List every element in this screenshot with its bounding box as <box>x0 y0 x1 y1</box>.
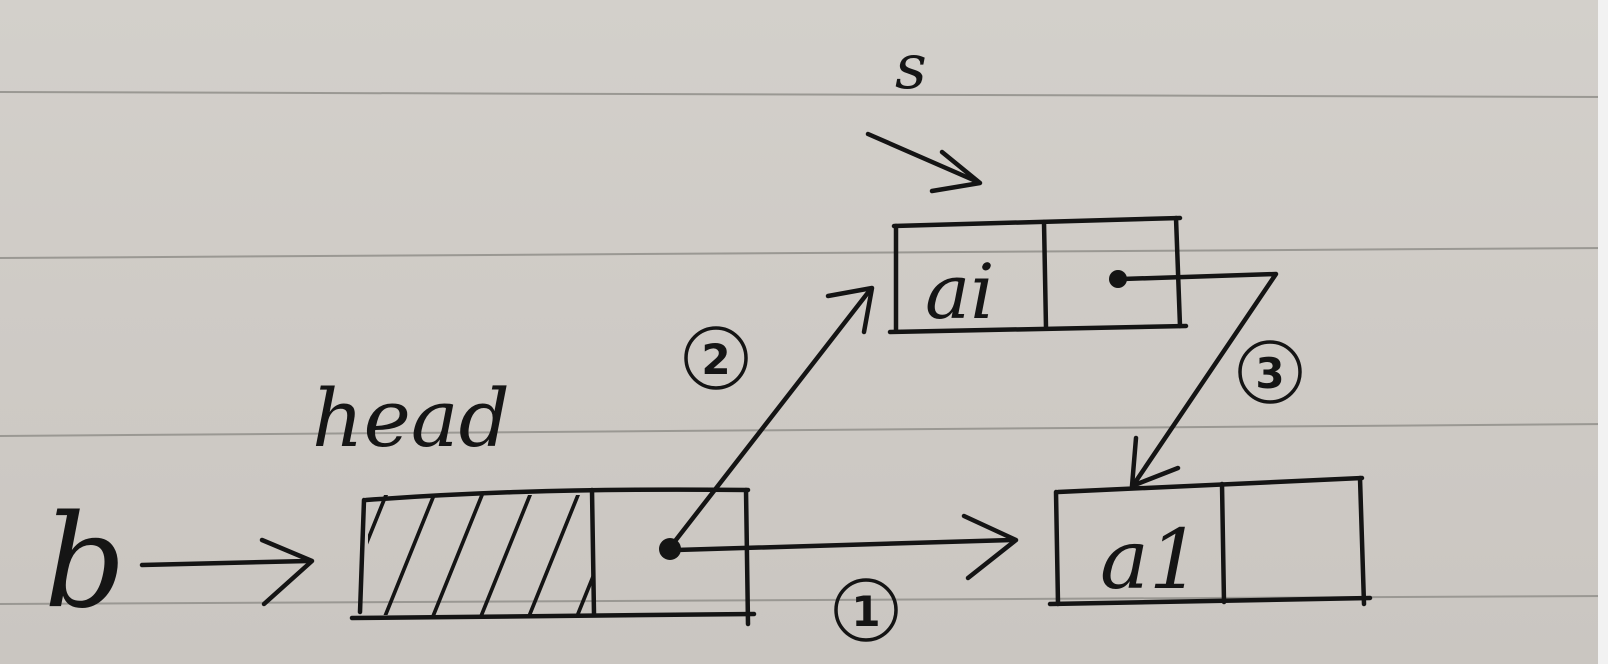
step-2-label: 2 <box>701 335 730 384</box>
first-node: a1 <box>1047 475 1373 608</box>
new-node-next-pointer-dot <box>1109 270 1127 288</box>
step-3-label: 3 <box>1255 349 1284 398</box>
first-node-data: a1 <box>1100 513 1201 608</box>
step-1-label: 1 <box>851 587 880 636</box>
arrow-step-3 <box>1119 271 1279 489</box>
ruled-lines <box>0 91 1608 605</box>
step-2-marker: 2 <box>684 326 748 390</box>
arrow-step-2 <box>669 285 875 548</box>
new-node-s: ai <box>887 215 1189 336</box>
page-edge-strip <box>1598 0 1608 664</box>
head-node-hatched-field <box>368 495 592 615</box>
b-pointer-arrow <box>139 537 315 607</box>
label-s: s <box>895 30 927 103</box>
step-1-marker: 1 <box>834 578 898 642</box>
label-b: b <box>44 488 126 637</box>
label-head: head <box>312 372 510 465</box>
new-node-data: ai <box>925 247 995 336</box>
head-node <box>349 487 757 627</box>
arrow-step-1 <box>673 513 1019 581</box>
s-pointer-arrow <box>865 131 983 194</box>
step-3-marker: 3 <box>1238 340 1302 404</box>
